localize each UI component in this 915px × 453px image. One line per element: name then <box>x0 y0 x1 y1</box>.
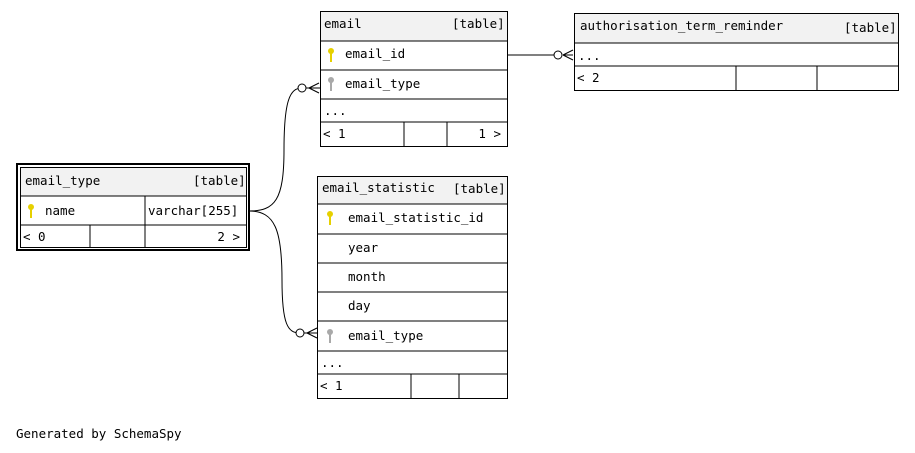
more-columns-indicator: ... <box>324 103 347 118</box>
relation-end-circle <box>295 328 305 338</box>
column-day: day <box>348 298 371 313</box>
table-title-authorisation_term_reminder: authorisation_term_reminder <box>580 18 784 33</box>
children-count[interactable]: < 1 <box>323 126 346 141</box>
children-count[interactable]: < 2 <box>577 70 600 85</box>
table-kind-label: [table] <box>452 16 505 31</box>
table-kind-label: [table] <box>193 173 246 188</box>
column-email_statistic_id: email_statistic_id <box>348 210 484 225</box>
foreign-key-icon <box>327 329 333 343</box>
more-columns-indicator: ... <box>578 48 601 63</box>
generated-by-footer: Generated by SchemaSpy <box>16 426 182 441</box>
table-title-email: email <box>324 16 362 31</box>
children-count[interactable]: < 1 <box>320 378 343 393</box>
table-title-email_statistic: email_statistic <box>322 180 435 195</box>
primary-key-icon <box>28 204 34 218</box>
table-email[interactable] <box>320 11 508 147</box>
relation-email_type-to-email <box>248 87 320 212</box>
table-title-email_type: email_type <box>25 173 101 188</box>
table-kind-label: [table] <box>844 20 897 35</box>
more-columns-indicator: ... <box>321 355 344 370</box>
primary-key-icon <box>327 211 333 225</box>
column-email_type: email_type <box>348 328 424 343</box>
column-email_type: email_type <box>345 76 421 91</box>
parents-count[interactable]: 1 > <box>478 126 501 141</box>
relation-crowfoot <box>562 49 574 61</box>
table-email_statistic[interactable] <box>317 176 508 399</box>
column-email_id: email_id <box>345 46 406 61</box>
column-year: year <box>348 240 379 255</box>
column-type: varchar[255] <box>148 203 239 218</box>
relation-email_type-to-email_statistic <box>248 210 317 334</box>
column-month: month <box>348 269 386 284</box>
parents-count[interactable]: 2 > <box>217 229 240 244</box>
table-authorisation_term_reminder[interactable] <box>574 13 899 91</box>
column-name: name <box>45 203 76 218</box>
foreign-key-icon <box>328 77 334 91</box>
relation-crowfoot <box>308 82 320 94</box>
children-count[interactable]: < 0 <box>23 229 46 244</box>
table-email_type[interactable] <box>16 163 250 251</box>
relation-end-circle <box>297 83 307 93</box>
table-kind-label: [table] <box>453 181 506 196</box>
relation-crowfoot <box>306 327 318 339</box>
relation-end-circle <box>553 50 563 60</box>
primary-key-icon <box>328 48 334 62</box>
